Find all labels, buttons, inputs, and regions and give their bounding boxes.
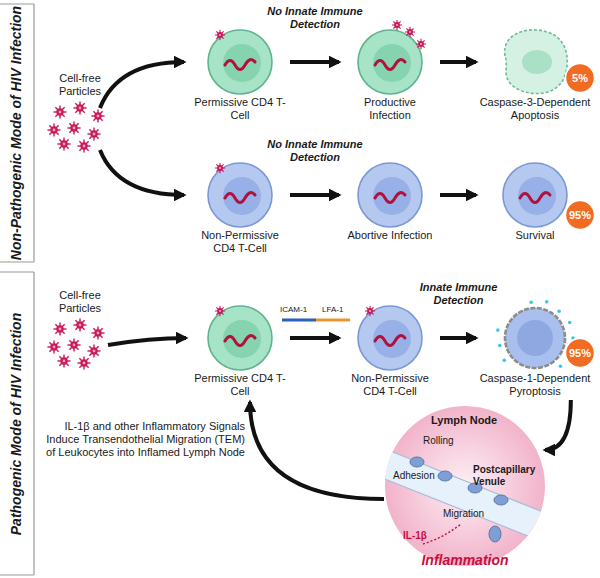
percentage-badge: 5% (565, 63, 595, 93)
flow-arrow (290, 193, 339, 197)
edge-label: No Innate Immune Detection (265, 5, 365, 31)
flow-arrow (440, 193, 476, 197)
node-label: IL-1β (403, 530, 427, 542)
cell-label: Survival (479, 229, 591, 242)
label: LFA-1 (322, 305, 358, 315)
node-title: Lymph Node (431, 414, 497, 427)
cell-label: Permissive CD4 T-Cell (192, 372, 288, 398)
label: Cell-free Particles (42, 72, 118, 98)
cell-illustration (342, 28, 438, 96)
cell-illustration (342, 304, 438, 372)
percentage-badge: 95% (565, 200, 595, 230)
cell-label: Caspase-1-Dependent Pyroptosis (479, 372, 591, 398)
edge-label: No Innate Immune Detection (265, 138, 365, 164)
flow-arrow (290, 336, 339, 340)
panel-title: Non-Pathogenic Mode of HIV Infection (6, 2, 26, 264)
cell: Abortive Infection (342, 161, 438, 242)
percentage-value: 95% (569, 209, 591, 222)
cell-label: Abortive Infection (342, 229, 438, 242)
virus-cluster (47, 101, 104, 152)
lymph-node: Lymph NodeRollingAdhesion Postcapillary V… (383, 404, 547, 576)
cell-label: Productive Infection (342, 96, 438, 122)
node-label: Rolling (423, 435, 454, 447)
cell-illustration (192, 161, 288, 229)
cell-label: Caspase-3-Dependent Apoptosis (479, 96, 591, 122)
cell-illustration (192, 28, 288, 96)
percentage-badge: 95% (565, 338, 595, 368)
cell: Permissive CD4 T-Cell (192, 304, 288, 398)
infection-arrow (100, 62, 186, 345)
flow-arrow (545, 400, 571, 450)
lymph-node-illustration (383, 404, 547, 576)
label: Cell-free Particles (42, 289, 118, 315)
label: ICAM-1 (280, 305, 320, 315)
flow-arrow (440, 336, 476, 340)
edge-label: Innate Immune Detection (409, 281, 509, 307)
cell-illustration (342, 161, 438, 229)
node-label: Inflammation (383, 552, 547, 568)
cell: Permissive CD4 T-Cell (192, 28, 288, 122)
node-label: Migration (443, 508, 484, 520)
cell-label: Non-Permissive CD4 T-Cell (192, 229, 288, 255)
cell-label: Permissive CD4 T-Cell (192, 96, 288, 122)
cell: Non-Permissive CD4 T-Cell (342, 304, 438, 398)
cell-label: Non-Permissive CD4 T-Cell (342, 372, 438, 398)
node-label: Postcapillary Venule (473, 464, 539, 488)
percentage-value: 95% (569, 347, 591, 360)
panel-title: Pathogenic Mode of HIV Infection (6, 274, 26, 574)
virus-cluster (47, 318, 104, 369)
cell: Productive Infection (342, 28, 438, 122)
note: IL-1β and other Inflammatory Signals Ind… (40, 420, 245, 459)
flow-arrow (290, 60, 339, 64)
cell-illustration (192, 304, 288, 372)
adhesion-molecules (282, 320, 350, 321)
cell: Non-Permissive CD4 T-Cell (192, 161, 288, 255)
percentage-value: 5% (572, 72, 588, 85)
node-label: Adhesion (393, 470, 435, 482)
flow-arrow (250, 402, 384, 499)
flow-arrow (440, 60, 476, 64)
